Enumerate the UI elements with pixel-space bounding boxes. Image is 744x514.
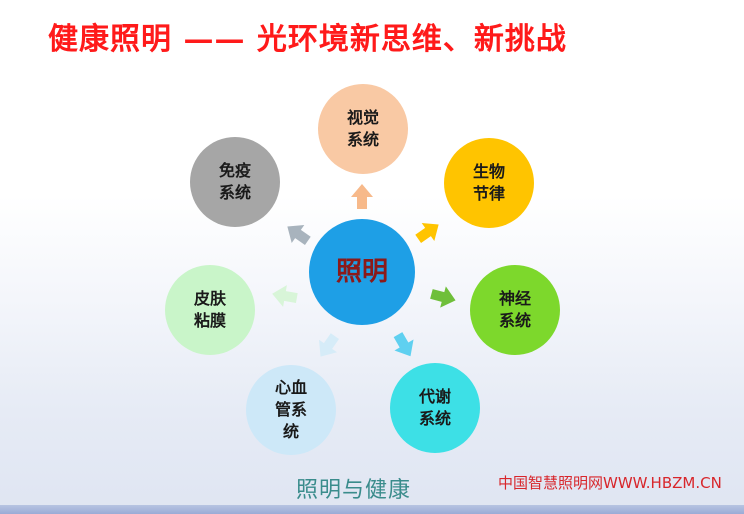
node-biological-rhythm: 生物 节律 bbox=[444, 138, 534, 228]
arrow-metabolism bbox=[393, 332, 414, 357]
page-title: 健康照明 —— 光环境新思维、新挑战 bbox=[48, 22, 567, 57]
center-node-label: 照明 bbox=[335, 257, 388, 287]
node-nervous-system: 神经 系统 bbox=[470, 265, 560, 355]
center-node-lighting: 照明 bbox=[309, 219, 415, 325]
node-label: 皮肤 粘膜 bbox=[193, 289, 226, 330]
node-label: 神经 系统 bbox=[498, 289, 531, 330]
node-immune-system: 免疫 系统 bbox=[190, 137, 280, 227]
arrow-immune bbox=[287, 224, 311, 245]
node-vision-system: 视觉 系统 bbox=[318, 84, 408, 174]
arrow-nerve bbox=[430, 286, 456, 308]
node-label: 生物 节律 bbox=[472, 162, 505, 203]
arrow-skin bbox=[272, 285, 298, 307]
site-watermark: 中国智慧照明网WWW.HBZM.CN bbox=[498, 474, 722, 492]
node-label: 免疫 系统 bbox=[218, 161, 251, 202]
arrow-vision bbox=[351, 184, 373, 209]
arrow-biorhythm bbox=[415, 222, 439, 243]
node-cardiovascular-system: 心血 管系 统 bbox=[246, 365, 336, 455]
node-skin-mucosa: 皮肤 粘膜 bbox=[165, 265, 255, 355]
bottom-bar bbox=[0, 505, 744, 514]
node-label: 视觉 系统 bbox=[346, 108, 379, 149]
node-metabolic-system: 代谢 系统 bbox=[390, 363, 480, 453]
node-label: 心血 管系 统 bbox=[274, 378, 307, 441]
node-label: 代谢 系统 bbox=[418, 387, 451, 428]
arrow-cardio bbox=[318, 333, 339, 357]
diagram-caption: 照明与健康 bbox=[296, 478, 412, 503]
